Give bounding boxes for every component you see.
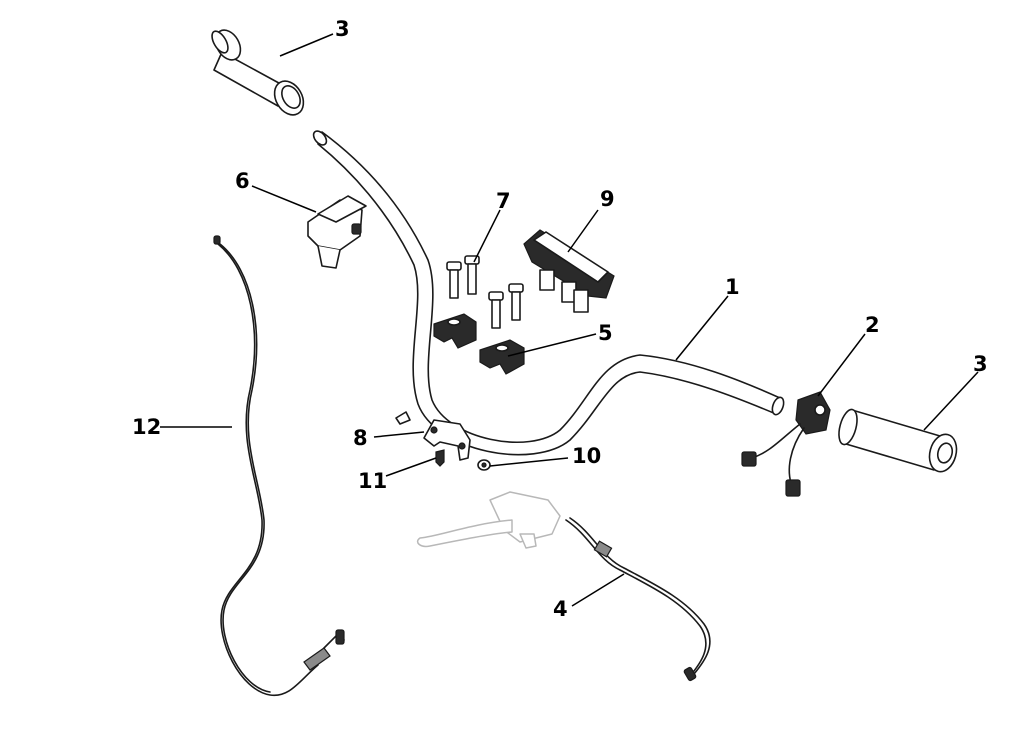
callout-handlebar: 1 [725, 275, 740, 299]
callout-top-clamp-cover: 9 [600, 187, 615, 211]
callout-switch-left: 6 [235, 169, 250, 193]
cable-left [213, 235, 345, 697]
callout-screw: 11 [358, 469, 387, 493]
bolt-small [477, 459, 491, 471]
screw [435, 449, 445, 467]
callout-bracket: 8 [353, 426, 368, 450]
cable-right [565, 517, 711, 682]
callout-bolts-upper: 7 [496, 189, 511, 213]
top-clamp-cover [523, 229, 615, 313]
switch-right [741, 391, 831, 497]
brake-lever-ghost [416, 491, 561, 549]
callout-clamp: 5 [598, 321, 613, 345]
callout-cable-right: 4 [553, 597, 568, 621]
callout-switch-right: 2 [865, 313, 880, 337]
grip-right [838, 408, 958, 473]
callout-grip-right: 3 [973, 352, 988, 376]
bracket [395, 411, 471, 461]
handlebar [312, 130, 785, 456]
callout-grip-left: 3 [335, 17, 350, 41]
clamp-lower [433, 313, 525, 375]
bolts-upper [446, 255, 524, 329]
callout-cable-left: 12 [132, 415, 161, 439]
leader-lines [160, 33, 979, 607]
grip-left [211, 29, 305, 116]
switch-left [307, 195, 367, 269]
callout-bolt-small: 10 [572, 444, 601, 468]
